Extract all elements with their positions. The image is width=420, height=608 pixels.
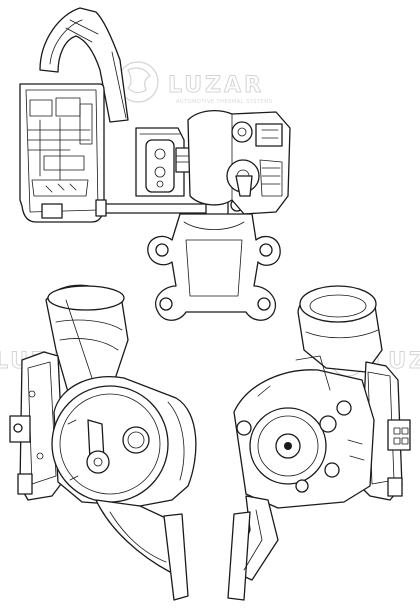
front-left-view — [9, 284, 197, 601]
compressor-cover — [187, 109, 291, 215]
actuator-housing — [19, 83, 105, 223]
right-intake-elbow — [297, 285, 383, 373]
watermark-top: LUZAR AUTOMOTIVE THERMAL SYSTEMS — [117, 61, 273, 105]
left-actuator — [9, 351, 65, 501]
watermark-brand: LUZAR — [168, 73, 264, 98]
top-view — [19, 7, 291, 321]
intake-pipe — [39, 7, 129, 123]
left-intake-elbow — [45, 284, 129, 401]
turbine-center-housing — [135, 127, 191, 197]
right-outlet-pipe — [227, 495, 279, 601]
right-volute-housing — [233, 355, 375, 509]
turbine-flange — [147, 213, 281, 321]
watermark-tagline: AUTOMOTIVE THERMAL SYSTEMS — [176, 99, 273, 105]
left-outlet-pipe — [95, 499, 189, 601]
left-volute-housing — [51, 376, 197, 507]
front-right-view — [227, 285, 411, 601]
